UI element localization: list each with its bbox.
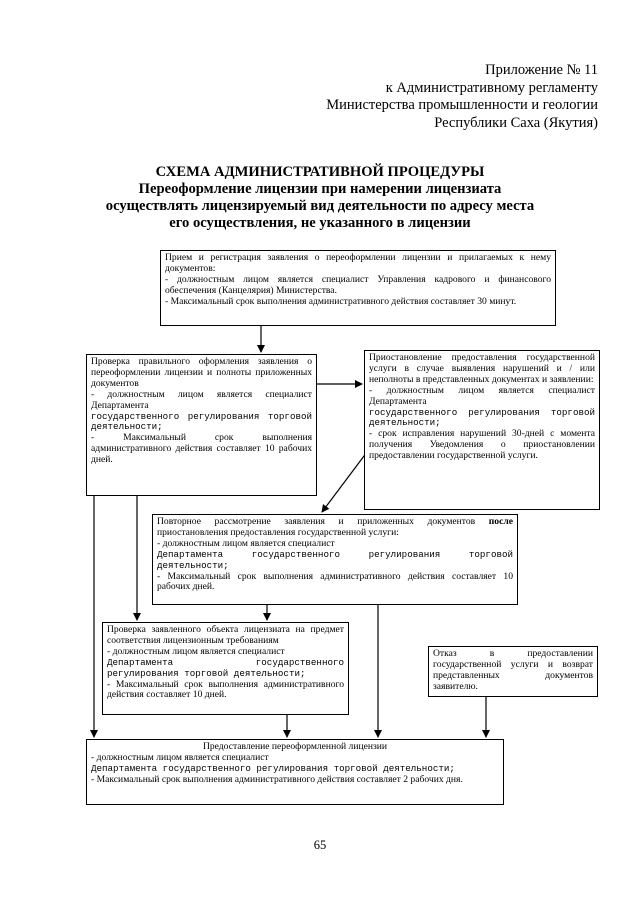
result-deadline: - Максимальный срок выполнения администр… — [91, 773, 463, 785]
object-check-department: Департамента государственного регулирова… — [107, 656, 344, 679]
object-check-official: - должностным лицом является специалист — [107, 645, 285, 657]
result-title: Предоставление переоформленной лицензии — [202, 741, 388, 752]
title-line: Переоформление лицензии при намерении ли… — [138, 181, 502, 197]
suspension-box: Приостановление предоставления государст… — [364, 350, 600, 510]
appendix-header: Приложение № 11 к Административному регл… — [326, 62, 598, 132]
object-check-deadline: - Максимальный срок выполнения администр… — [107, 678, 344, 701]
refusal-text: Отказ в предоставлении государственной у… — [433, 648, 593, 692]
object-check-box: Проверка заявленного объекта лицензиата … — [102, 622, 349, 715]
title-line: осуществлять лицензируемый вид деятельно… — [105, 198, 535, 214]
result-official: - должностным лицом является специалист — [91, 751, 269, 763]
object-check-text: Проверка заявленного объекта лицензиата … — [107, 624, 344, 646]
header-line: Министерства промышленности и геологии — [326, 97, 598, 113]
check-text: Проверка правильного оформления заявлени… — [91, 356, 312, 389]
document-check-box: Проверка правильного оформления заявлени… — [86, 354, 317, 496]
header-line: Приложение № 11 — [485, 62, 598, 78]
review-text: Повторное рассмотрение заявления и прило… — [157, 516, 513, 538]
title-line: его осуществления, не указанного в лицен… — [169, 215, 471, 231]
refusal-box: Отказ в предоставлении государственной у… — [428, 646, 598, 697]
reception-box: Прием и регистрация заявления о переофор… — [160, 250, 556, 326]
review-box: Повторное рассмотрение заявления и прило… — [152, 514, 518, 605]
review-department: Департамента государственного регулирова… — [157, 548, 513, 571]
header-line: Республики Саха (Якутия) — [434, 114, 598, 131]
check-deadline: - Максимальный срок выполнения администр… — [91, 432, 312, 466]
check-department: государственного регулирования торговой … — [91, 410, 312, 433]
check-official: - должностным лицом является специалист … — [91, 388, 312, 411]
reception-official: - должностным лицом является специалист … — [165, 273, 551, 296]
suspension-text: Приостановление предоставления государст… — [369, 352, 595, 385]
result-box: Предоставление переоформленной лицензии … — [86, 739, 504, 805]
reception-text: Прием и регистрация заявления о переофор… — [165, 252, 551, 274]
scheme-title: СХЕМА АДМИНИСТРАТИВНОЙ ПРОЦЕДУРЫ Переофо… — [0, 164, 640, 232]
header-line: к Административному регламенту — [385, 79, 598, 96]
suspension-official: - должностным лицом является специалист … — [369, 384, 595, 407]
result-department: Департамента государственного регулирова… — [91, 762, 455, 774]
suspension-department: государственного регулирования торговой … — [369, 406, 595, 429]
page-number: 65 — [313, 838, 327, 852]
title-line: СХЕМА АДМИНИСТРАТИВНОЙ ПРОЦЕДУРЫ — [155, 164, 485, 180]
reception-deadline: - Максимальный срок выполнения администр… — [165, 295, 517, 307]
review-deadline: - Максимальный срок выполнения администр… — [157, 570, 513, 593]
review-official: - должностным лицом является специалист — [157, 537, 335, 549]
suspension-deadline: - срок исправления нарушений 30-дней с м… — [369, 428, 595, 462]
